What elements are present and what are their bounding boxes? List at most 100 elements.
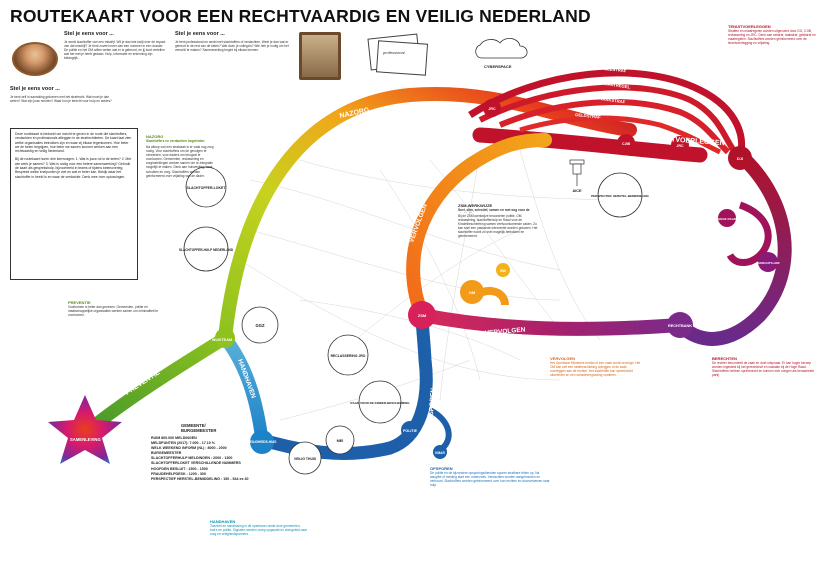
celstraf-strand xyxy=(468,69,746,157)
cyberspace-cloud-icon xyxy=(475,38,528,59)
preventie-section-heading: PREVENTIE xyxy=(68,300,91,305)
professionals-group-photo xyxy=(299,32,341,80)
opsporen-section-heading: OPSPOREN xyxy=(430,466,453,471)
berechten-section-heading: BERECHTEN xyxy=(712,356,737,361)
intro-text-3: Je bent zelf in aanraking gekomen met he… xyxy=(10,95,112,104)
vervolgen-section-heading: VERVOLGEN xyxy=(550,356,576,361)
label-celstraf: CELSTRAF xyxy=(604,66,627,73)
tenuitvoerleggen-section-heading: TENUITVOERLEGGEN xyxy=(728,24,771,29)
node-label-gerechtshof: GERECHTS-HOF xyxy=(756,261,780,265)
jrc-node[interactable] xyxy=(483,99,501,117)
nazorg-route xyxy=(218,87,637,345)
circle-label-slachtofferloket: SLACHTOFFER-LOKET xyxy=(186,186,226,190)
stats-list: RUIM 800.000 MELDINGEN MELDPUNTEN (2017)… xyxy=(151,436,249,481)
page-title: ROUTEKAART VOOR EEN RECHTVAARDIG EN VEIL… xyxy=(10,6,591,26)
professional-card-label: professional xyxy=(383,50,405,55)
vervolgen-route-lower xyxy=(415,308,687,336)
rechtbank-node[interactable] xyxy=(667,312,693,338)
intro-heading-3: Stel je eens voor ... xyxy=(10,86,60,92)
label-geldstraf: GELDSTRAF xyxy=(575,112,601,120)
dji-node[interactable] xyxy=(728,146,752,170)
label-maatregel: MAATREGEL xyxy=(604,81,631,90)
circle-label-slachtofferhulp: SLACHTOFFER-HULP NEDERLAND xyxy=(179,248,234,252)
node-label-wijkteam: WIJKTEAM xyxy=(212,338,232,342)
intro-box: Deze routekaart is bedoeld om inzicht te… xyxy=(10,128,138,280)
om-node[interactable] xyxy=(460,280,484,304)
circle-label-herstel: PERSPECTIEF HERSTEL-BEMIDDELING xyxy=(591,194,649,198)
node-label-cjib: CJIB xyxy=(622,142,631,146)
veilig-thuis-circle[interactable] xyxy=(288,441,322,475)
raad-kinderbescherming-circle[interactable] xyxy=(358,380,402,424)
intro-text-1: Je wordt slachtoffer van een misdrijf. W… xyxy=(64,40,166,61)
node-label-zsm: ZSM xyxy=(418,313,427,318)
nazorg-section-sub: Slachtoffers en verdachten begeleiden xyxy=(146,139,205,143)
wijkteam-node[interactable] xyxy=(215,328,235,348)
intro-heading-1: Stel je eens voor ... xyxy=(64,31,114,37)
politie-node[interactable] xyxy=(401,421,419,439)
veiligheidshuis-node[interactable] xyxy=(250,430,274,454)
berechten-section-text: De rechter beoordeelt de zaak en doet ui… xyxy=(712,361,815,378)
network-lines xyxy=(239,149,641,421)
handhaven-section-heading: HANDHAVEN xyxy=(210,519,236,524)
node-label-aice: AICE xyxy=(572,189,582,193)
node-label-jrc: JRC xyxy=(488,107,496,111)
hoge-raad-node[interactable] xyxy=(718,209,736,227)
hoge-raad-loop xyxy=(726,201,772,266)
kmar-node[interactable] xyxy=(433,445,447,459)
circle-label-mei: MEI xyxy=(337,439,344,443)
label-opsporen: OPSPOREN xyxy=(427,388,437,426)
label-vervolgen-lower: VERVOLGEN xyxy=(485,326,526,337)
berechten-route xyxy=(673,148,792,346)
jrc2-node[interactable] xyxy=(671,136,689,154)
intro-box-list: Bij de routekaart horen drie kernvragen:… xyxy=(15,157,132,179)
vervolgen-route-upper xyxy=(406,133,552,322)
reclassering-circle[interactable] xyxy=(327,334,369,376)
maatregel-strand xyxy=(478,84,738,154)
aice-tower-icon xyxy=(569,159,585,186)
label-taakstraf: TAAKSTRAF xyxy=(600,96,626,105)
handhaven-route xyxy=(218,331,269,447)
tenuitvoerleggen-section-text: Straffen en maatregelen worden uitgevoer… xyxy=(728,29,816,46)
samenleving-star-icon xyxy=(48,395,122,464)
herstelbemiddeling-circle[interactable] xyxy=(597,172,643,218)
ggz-circle[interactable] xyxy=(241,306,279,344)
ind-node[interactable] xyxy=(496,263,510,277)
node-label-om: OM xyxy=(469,290,476,295)
mei-circle[interactable] xyxy=(325,425,355,455)
cjib-node[interactable] xyxy=(617,134,635,152)
slachtofferhulp-circle[interactable] xyxy=(183,226,229,272)
zsm-section-heading: ZSM-WERKWIJZE xyxy=(458,203,493,208)
zsm-section-text: Bij de ZSM-werkwijze beoordelen politie,… xyxy=(458,214,538,239)
node-label-kmar: KMAR xyxy=(435,451,445,455)
nazorg-section-heading: NAZORG xyxy=(146,134,164,139)
handhaven-section-text: Toezicht en handhaving in de openbare ru… xyxy=(210,524,308,537)
circle-label-raad: RAAD VOOR DE KINDER-BESCHERMING xyxy=(350,401,410,405)
node-label-politie: POLITIE xyxy=(403,429,418,433)
circle-label-veilig-thuis: VEILIG THUIS xyxy=(294,457,317,461)
intro-heading-2: Stel je eens voor ... xyxy=(175,31,225,37)
vervolgen-section-text: Het Openbaar Ministerie beslist of een z… xyxy=(550,361,641,378)
node-label-hoge-raad: HOGE RAAD xyxy=(718,217,737,221)
professional-cards-illustration: professional xyxy=(367,33,429,76)
gemeente-burgemeester-label: GEMEENTE/ BURGEMEESTER xyxy=(181,423,217,434)
label-cyberspace: CYBERSPACE xyxy=(484,64,512,69)
gerechtshof-node[interactable] xyxy=(758,252,778,272)
nazorg-section-text: Na afloop van een strafzaak is er vaak n… xyxy=(146,145,214,178)
preventie-section-text: Voorkomen is beter dan genezen. Gemeente… xyxy=(68,305,158,318)
taakstraf-strand xyxy=(498,99,731,155)
circle-label-reclassering: RECLASSERING JRO xyxy=(331,354,366,358)
preventie-route xyxy=(88,331,232,432)
slachtofferloket-circle[interactable] xyxy=(185,166,227,208)
node-label-rechtbank: RECHTBANK xyxy=(668,324,692,328)
zsm-section-sub: Snel, slim, selectief, samen en met oog … xyxy=(458,208,530,213)
opsporen-section-text: De politie en de bijzondere opsporingsdi… xyxy=(430,471,550,488)
intro-box-text: Deze routekaart is bedoeld om inzicht te… xyxy=(15,132,132,154)
geldstraf-strand xyxy=(519,115,722,155)
node-label-ind: IND xyxy=(500,269,507,273)
intro-text-2: Je bent professional en werkt met slacht… xyxy=(175,40,289,53)
node-label-jrc2: JRC xyxy=(676,144,684,148)
zsm-node[interactable] xyxy=(408,301,436,329)
label-samenleving: SAMENLEVING xyxy=(70,437,101,442)
